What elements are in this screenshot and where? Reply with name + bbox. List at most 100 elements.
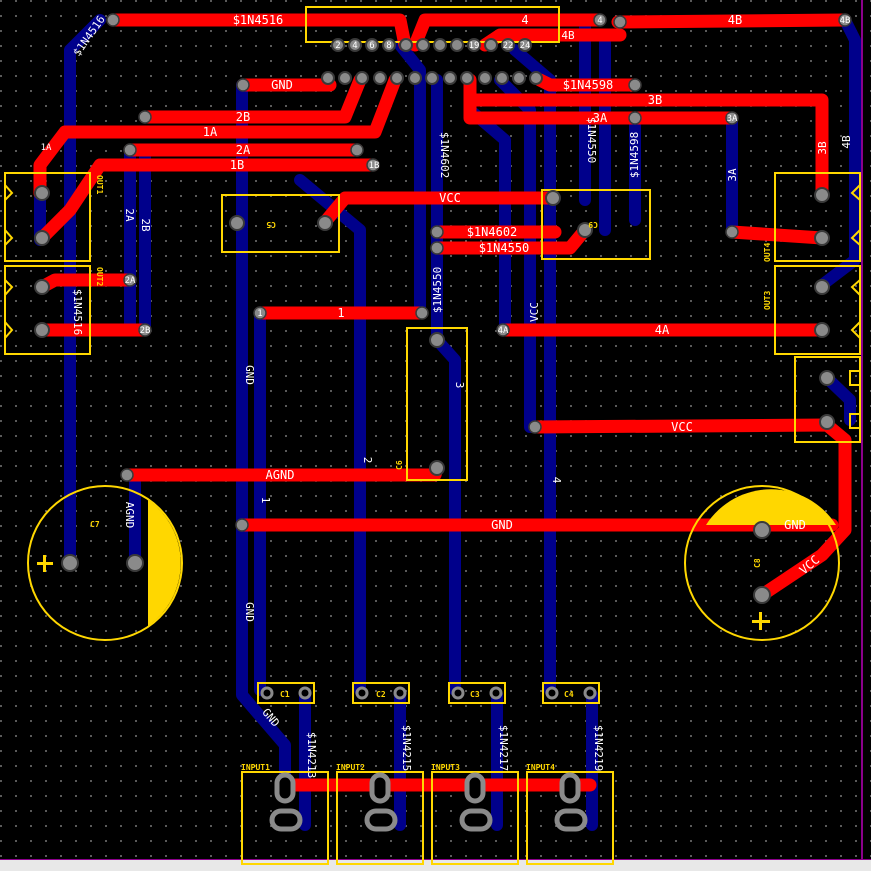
header-pin[interactable] bbox=[355, 71, 369, 85]
c3-outline[interactable] bbox=[448, 682, 506, 704]
c6-pad[interactable] bbox=[429, 460, 445, 476]
out5-pad[interactable] bbox=[819, 414, 835, 430]
out2-outline[interactable] bbox=[4, 265, 91, 355]
header-pin[interactable] bbox=[416, 38, 430, 52]
out2-pad[interactable] bbox=[34, 279, 50, 295]
c2-pad[interactable] bbox=[355, 686, 369, 700]
input2-outline[interactable] bbox=[336, 771, 424, 865]
via[interactable] bbox=[528, 420, 542, 434]
input2-pad[interactable] bbox=[369, 772, 391, 804]
c7-pad[interactable] bbox=[61, 554, 79, 572]
out4-outline[interactable] bbox=[774, 172, 861, 262]
via[interactable] bbox=[430, 225, 444, 239]
c8-pad[interactable] bbox=[753, 521, 771, 539]
header-pin[interactable] bbox=[512, 71, 526, 85]
input4-pad[interactable] bbox=[554, 808, 588, 832]
via[interactable] bbox=[496, 323, 510, 337]
header-pin[interactable] bbox=[529, 71, 543, 85]
via[interactable] bbox=[235, 518, 249, 532]
header-pin[interactable] bbox=[484, 38, 498, 52]
c4-pad[interactable] bbox=[583, 686, 597, 700]
via[interactable] bbox=[120, 468, 134, 482]
out1-outline[interactable] bbox=[4, 172, 91, 262]
via[interactable] bbox=[725, 225, 739, 239]
input1-pad[interactable] bbox=[269, 808, 303, 832]
c5-outline[interactable] bbox=[221, 194, 340, 253]
out3-outline[interactable] bbox=[774, 265, 861, 355]
input3-pad[interactable] bbox=[464, 772, 486, 804]
c4-pad[interactable] bbox=[545, 686, 559, 700]
header-pin[interactable] bbox=[443, 71, 457, 85]
header-pin[interactable] bbox=[321, 71, 335, 85]
header-pin[interactable] bbox=[495, 71, 509, 85]
via[interactable] bbox=[123, 143, 137, 157]
c6-pad[interactable] bbox=[429, 332, 445, 348]
c4-outline[interactable] bbox=[542, 682, 600, 704]
via[interactable] bbox=[236, 78, 250, 92]
header-pin[interactable] bbox=[501, 38, 515, 52]
header-pin[interactable] bbox=[478, 71, 492, 85]
c7-pad[interactable] bbox=[126, 554, 144, 572]
out3-pad[interactable] bbox=[814, 279, 830, 295]
c9-pad[interactable] bbox=[577, 222, 593, 238]
header-pin[interactable] bbox=[460, 71, 474, 85]
c6-outline[interactable] bbox=[406, 327, 468, 481]
via[interactable] bbox=[253, 306, 267, 320]
header-pin[interactable] bbox=[338, 71, 352, 85]
header-pin[interactable] bbox=[425, 71, 439, 85]
via[interactable] bbox=[725, 111, 739, 125]
c5-pad[interactable] bbox=[229, 215, 245, 231]
out3-pad[interactable] bbox=[814, 322, 830, 338]
via[interactable] bbox=[430, 241, 444, 255]
c3-pad[interactable] bbox=[489, 686, 503, 700]
c9-pad[interactable] bbox=[545, 190, 561, 206]
c7-outline[interactable] bbox=[27, 485, 183, 641]
header-pin[interactable] bbox=[399, 38, 413, 52]
via[interactable] bbox=[415, 306, 429, 320]
via[interactable] bbox=[123, 273, 137, 287]
header-pin[interactable] bbox=[348, 38, 362, 52]
via[interactable] bbox=[628, 78, 642, 92]
input3-outline[interactable] bbox=[431, 771, 519, 865]
out5-outline[interactable] bbox=[794, 356, 861, 443]
via[interactable] bbox=[593, 13, 607, 27]
header-pin[interactable] bbox=[408, 71, 422, 85]
c8-outline[interactable] bbox=[684, 485, 840, 641]
c1-pad[interactable] bbox=[298, 686, 312, 700]
via[interactable] bbox=[138, 110, 152, 124]
c2-pad[interactable] bbox=[393, 686, 407, 700]
input3-pad[interactable] bbox=[459, 808, 493, 832]
out5-pad[interactable] bbox=[819, 370, 835, 386]
input1-pad[interactable] bbox=[274, 772, 296, 804]
via[interactable] bbox=[106, 13, 120, 27]
c1-outline[interactable] bbox=[257, 682, 315, 704]
input4-pad[interactable] bbox=[559, 772, 581, 804]
header-pin[interactable] bbox=[433, 38, 447, 52]
out2-pad[interactable] bbox=[34, 322, 50, 338]
header-pin[interactable] bbox=[331, 38, 345, 52]
via[interactable] bbox=[366, 158, 380, 172]
bottom-scrollbar[interactable] bbox=[0, 860, 871, 871]
via[interactable] bbox=[138, 323, 152, 337]
header-pin[interactable] bbox=[390, 71, 404, 85]
header-pin[interactable] bbox=[365, 38, 379, 52]
via[interactable] bbox=[613, 15, 627, 29]
header-pin[interactable] bbox=[450, 38, 464, 52]
header-pin[interactable] bbox=[382, 38, 396, 52]
header-connector-outline[interactable] bbox=[305, 6, 560, 43]
via[interactable] bbox=[628, 111, 642, 125]
header-pin[interactable] bbox=[467, 38, 481, 52]
c3-pad[interactable] bbox=[451, 686, 465, 700]
out4-pad[interactable] bbox=[814, 230, 830, 246]
input2-pad[interactable] bbox=[364, 808, 398, 832]
input4-outline[interactable] bbox=[526, 771, 614, 865]
c1-pad[interactable] bbox=[260, 686, 274, 700]
input1-outline[interactable] bbox=[241, 771, 329, 865]
out4-pad[interactable] bbox=[814, 187, 830, 203]
via[interactable] bbox=[838, 13, 852, 27]
header-pin[interactable] bbox=[518, 38, 532, 52]
out1-pad[interactable] bbox=[34, 230, 50, 246]
c5-pad[interactable] bbox=[317, 215, 333, 231]
via[interactable] bbox=[350, 143, 364, 157]
